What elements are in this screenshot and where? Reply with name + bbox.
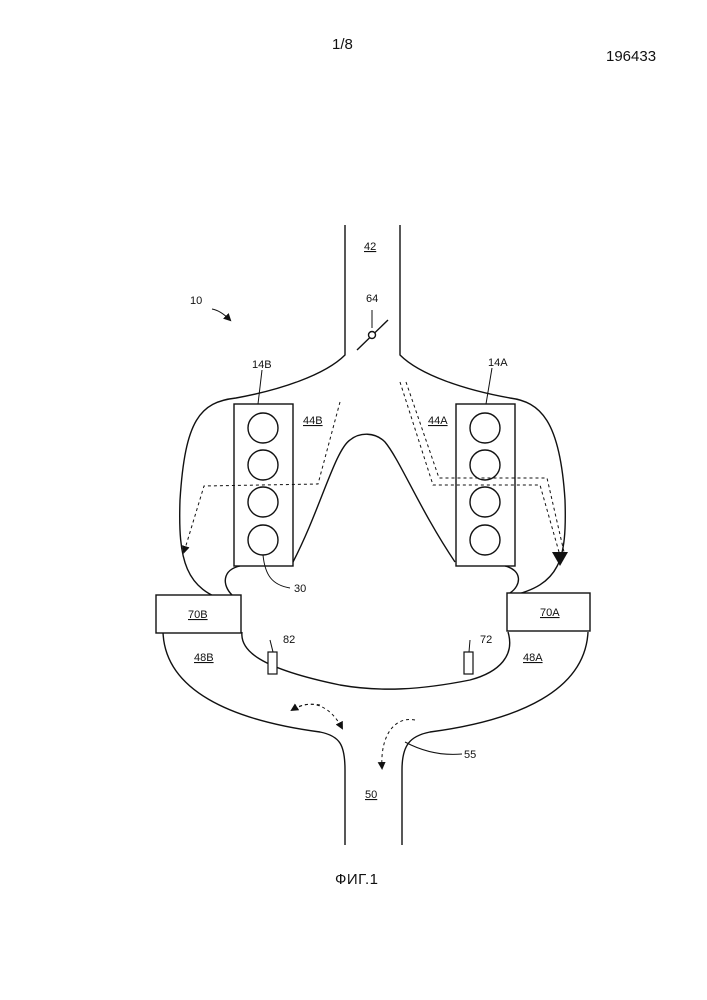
label-outlet: 50	[365, 789, 377, 801]
label-catalyst-b: 70B	[188, 609, 208, 621]
label-throttle: 64	[366, 293, 378, 305]
sensor-b	[268, 652, 277, 674]
label-cylinder: 30	[294, 583, 306, 595]
label-manifold-b: 44B	[303, 415, 323, 427]
intake-duct-right-wall	[400, 225, 565, 596]
label-junction: 55	[464, 749, 476, 761]
figure-caption: ФИГ.1	[335, 871, 379, 888]
label-sensor-b: 82	[283, 634, 295, 646]
label-exhaust-a: 48A	[523, 652, 543, 664]
label-bank-b: 14B	[252, 359, 272, 371]
label-sensor-a: 72	[480, 634, 492, 646]
label-catalyst-a: 70A	[540, 607, 560, 619]
flow-arrowhead-bank-a	[552, 552, 568, 566]
sensor-a	[464, 652, 473, 674]
exhaust-outer-left	[163, 632, 345, 845]
label-bank-a: 14A	[488, 357, 508, 369]
label-manifold-a: 44A	[428, 415, 448, 427]
label-exhaust-b: 48B	[194, 652, 214, 664]
label-system: 10	[190, 295, 202, 307]
label-intake: 42	[364, 241, 376, 253]
exhaust-outer-right	[402, 632, 588, 845]
intake-divider	[293, 434, 455, 562]
